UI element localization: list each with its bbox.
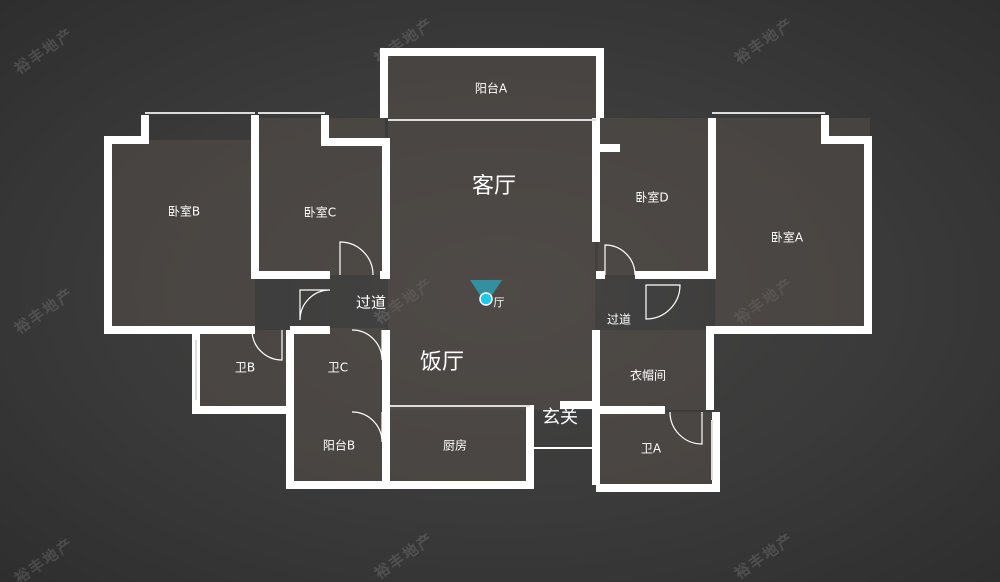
room-label-kitchen[interactable]: 厨房 — [442, 438, 468, 453]
room-label-bedroom-d[interactable]: 卧室D — [635, 190, 669, 205]
room-label-bath-a[interactable]: 卫A — [640, 441, 662, 456]
room-label-bath-b[interactable]: 卫B — [234, 360, 256, 375]
room-label-bedroom-b[interactable]: 卧室B — [167, 204, 201, 219]
room-label-bedroom-a[interactable]: 卧室A — [770, 230, 804, 245]
room-floors — [110, 56, 870, 488]
room-label-corridor-left[interactable]: 过道 — [355, 293, 387, 312]
room-label-dining-room[interactable]: 饭厅 — [419, 350, 465, 375]
room-label-entrance[interactable]: 玄关 — [542, 407, 578, 428]
walls — [104, 48, 872, 492]
doors — [251, 241, 703, 449]
windows — [145, 112, 825, 480]
room-label-balcony-b[interactable]: 阳台B — [322, 438, 356, 453]
room-label-balcony-a[interactable]: 阳台A — [474, 81, 508, 96]
room-label-living-room[interactable]: 客厅 — [471, 174, 517, 199]
viewer-position-marker[interactable] — [470, 280, 502, 306]
view-direction-cone-icon — [470, 280, 502, 298]
room-label-bath-c[interactable]: 卫C — [327, 360, 349, 375]
room-label-bedroom-c[interactable]: 卧室C — [303, 205, 337, 220]
position-dot-icon — [479, 292, 493, 306]
viewer-marker-label: 厅 — [493, 296, 505, 309]
room-label-cloakroom[interactable]: 衣帽间 — [629, 368, 667, 383]
room-label-corridor-right[interactable]: 过道 — [606, 312, 632, 327]
